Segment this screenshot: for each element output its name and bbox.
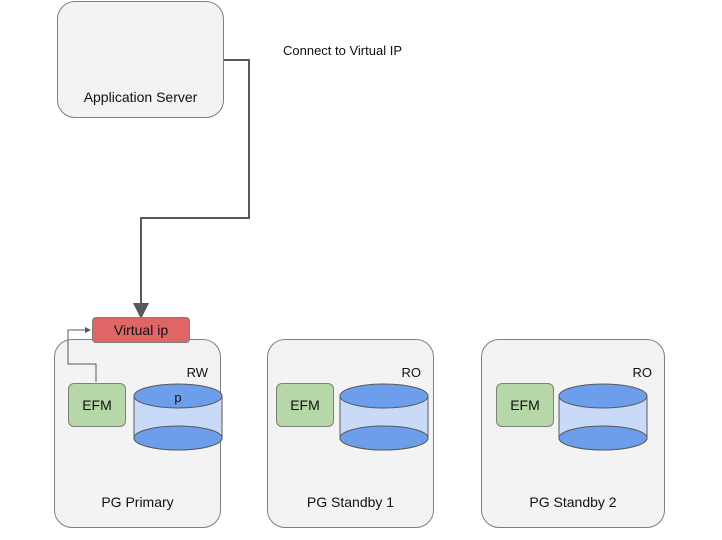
pg-standby-1-node: RO EFM PG Standby 1 xyxy=(267,339,434,528)
pg-standby-2-label: PG Standby 2 xyxy=(529,494,617,510)
pg-primary-label: PG Primary xyxy=(101,494,174,510)
pg-primary-node: RW EFM p PG Primary xyxy=(54,339,223,528)
pg-standby-1-database-icon xyxy=(339,383,429,451)
pg-standby-1-efm-box: EFM xyxy=(276,383,334,427)
pg-standby-2-node: RO EFM PG Standby 2 xyxy=(481,339,665,528)
pg-standby-2-database-icon xyxy=(558,383,648,451)
pg-standby-1-mode: RO xyxy=(401,365,422,380)
pg-primary-efm-box: EFM xyxy=(68,383,126,427)
pg-standby-2-mode: RO xyxy=(632,365,653,380)
pg-primary-mode: RW xyxy=(186,365,208,380)
pg-standby-1-label: PG Standby 1 xyxy=(306,494,395,510)
virtual-ip-box: Virtual ip xyxy=(92,317,190,343)
pg-standby-2-efm-box: EFM xyxy=(496,383,554,427)
pg-primary-database-label: p xyxy=(174,390,181,405)
pg-primary-database-icon: p xyxy=(133,383,223,451)
connect-note: Connect to Virtual IP xyxy=(283,43,402,58)
application-server-box: Application Server xyxy=(57,1,224,118)
application-server-label: Application Server xyxy=(83,89,198,105)
